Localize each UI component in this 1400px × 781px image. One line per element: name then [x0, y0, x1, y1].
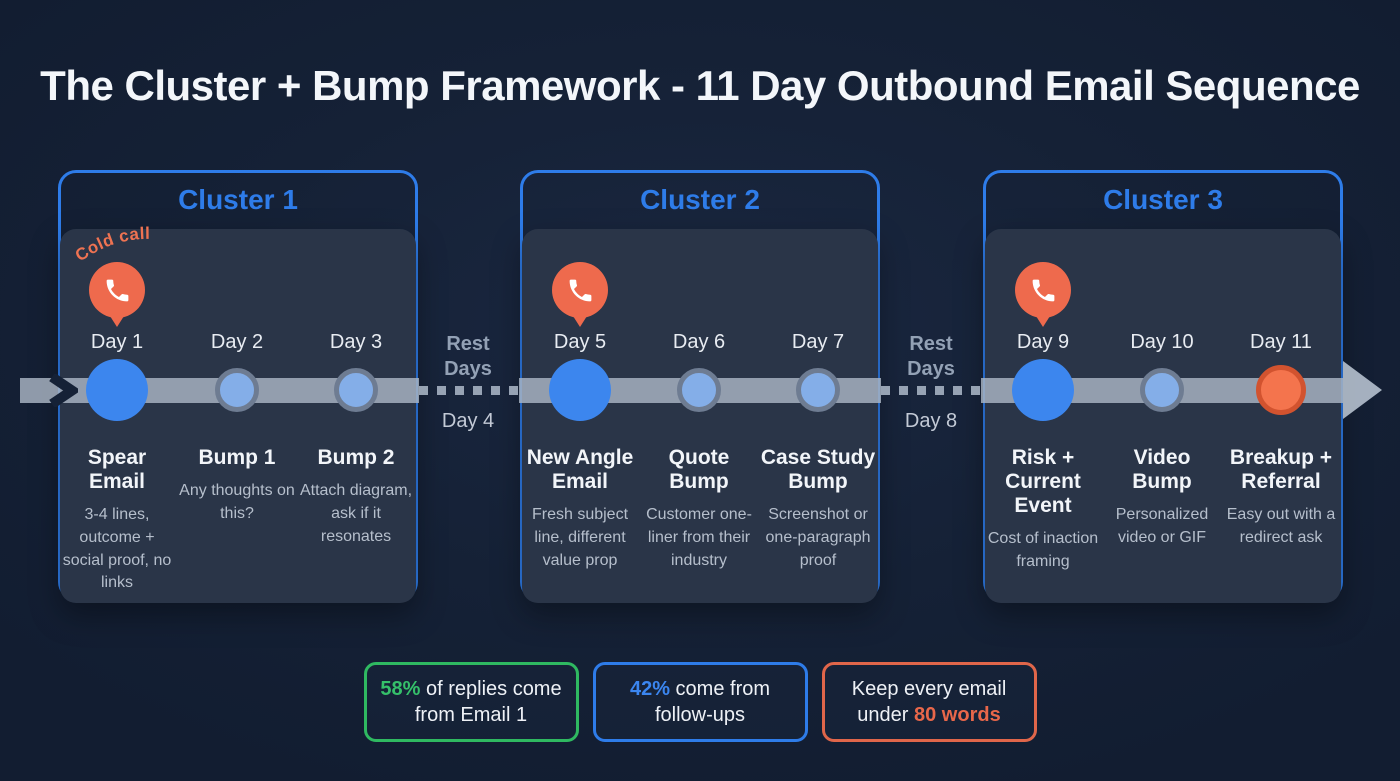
phone-pin-day-9 [1015, 262, 1071, 318]
day-desc: Screenshot or one-paragraph proof [765, 506, 871, 569]
day-desc: Customer one-liner from their industry [646, 506, 752, 569]
phone-pin-day-5 [552, 262, 608, 318]
timeline-node-day-7 [796, 368, 840, 412]
phone-icon [1032, 279, 1054, 301]
day-title: Risk + Current Event [1005, 446, 1081, 518]
timeline-notch-icon [49, 374, 78, 407]
timeline-node-day-2 [215, 368, 259, 412]
day-desc: Any thoughts on this? [179, 482, 295, 522]
timeline-node-day-6 [677, 368, 721, 412]
day-label-11: Day 11 [1250, 331, 1312, 353]
page-title: The Cluster + Bump Framework - 11 Day Ou… [40, 62, 1360, 109]
day-desc: Fresh subject line, different value prop [531, 506, 629, 569]
day-block-7: Case Study Bump Screenshot or one-paragr… [753, 446, 883, 572]
day-block-5: New Angle Email Fresh subject line, diff… [515, 446, 645, 572]
day-title: Bump 2 [317, 446, 395, 469]
day-label-2: Day 2 [210, 331, 264, 353]
rest-day-number: Day 4 [441, 410, 495, 432]
stat-text: 42% come from follow-ups [629, 678, 771, 726]
cluster-3-title: Cluster 3 [1103, 184, 1223, 215]
day-title: Quote Bump [668, 446, 730, 494]
day-title: Case Study Bump [760, 446, 876, 494]
day-title: Spear Email [87, 446, 147, 494]
cold-call-arched-label: Cold call [74, 225, 150, 265]
day-desc: Personalized video or GIF [1115, 506, 1209, 546]
day-desc: Attach diagram, ask if it resonates [299, 482, 413, 545]
day-label-7: Day 7 [791, 331, 845, 353]
timeline-dotted-segment-2 [881, 386, 980, 395]
cluster-2-title: Cluster 2 [640, 184, 760, 215]
day-label-9: Day 9 [1016, 331, 1070, 353]
stat-box-follow-ups: 42% come from follow-ups [592, 662, 808, 742]
timeline-node-day-10 [1140, 368, 1184, 412]
stat-highlight: 80 words [914, 704, 1001, 726]
phone-icon [106, 279, 128, 301]
day-block-3: Bump 2 Attach diagram, ask if it resonat… [291, 446, 421, 548]
stat-box-word-limit: Keep every email under 80 words [821, 662, 1037, 742]
day-title: Bump 1 [198, 446, 276, 469]
day-desc: 3-4 lines, outcome + social proof, no li… [62, 506, 172, 592]
stats-row: 58% of replies come from Email 1 42% com… [0, 662, 1400, 742]
timeline-node-day-5 [549, 359, 611, 421]
day-block-10: Video Bump Personalized video or GIF [1097, 446, 1227, 550]
stat-box-replies-email-1: 58% of replies come from Email 1 [363, 662, 579, 742]
svg-text:Cold call: Cold call [74, 225, 150, 265]
cluster-1-title: Cluster 1 [178, 184, 298, 215]
rest-day-number: Day 8 [904, 410, 958, 432]
day-block-6: Quote Bump Customer one-liner from their… [634, 446, 764, 572]
day-label-10: Day 10 [1130, 331, 1194, 353]
day-title: New Angle Email [526, 446, 634, 494]
stat-highlight: 58% [380, 678, 421, 700]
rest-days-label: Rest Days [907, 333, 955, 380]
day-title: Video Bump [1132, 446, 1192, 494]
day-block-1: Spear Email 3-4 lines, outcome + social … [52, 446, 182, 595]
phone-icon [569, 279, 591, 301]
stat-text: Keep every email under 80 words [851, 678, 1007, 726]
stat-highlight: 42% [629, 678, 670, 700]
timeline-dotted-segment-1 [419, 386, 518, 395]
day-label-5: Day 5 [553, 331, 607, 353]
day-block-9: Risk + Current Event Cost of inaction fr… [978, 446, 1108, 574]
timeline-node-day-3 [334, 368, 378, 412]
day-desc: Cost of inaction framing [987, 530, 1099, 571]
timeline-arrowhead-icon [1343, 361, 1382, 419]
day-block-2: Bump 1 Any thoughts on this? [172, 446, 302, 526]
day-title: Breakup + Referral [1229, 446, 1333, 494]
timeline-node-day-11 [1256, 365, 1306, 415]
stat-text: 58% of replies come from Email 1 [380, 678, 562, 726]
day-label-6: Day 6 [672, 331, 726, 353]
timeline-node-day-1 [86, 359, 148, 421]
day-block-11: Breakup + Referral Easy out with a redir… [1216, 446, 1346, 550]
day-label-1: Day 1 [90, 331, 144, 353]
timeline-node-day-9 [1012, 359, 1074, 421]
day-label-3: Day 3 [329, 331, 383, 353]
day-desc: Easy out with a redirect ask [1226, 506, 1336, 546]
phone-pin-day-1 [89, 262, 145, 318]
rest-days-label: Rest Days [444, 333, 492, 380]
